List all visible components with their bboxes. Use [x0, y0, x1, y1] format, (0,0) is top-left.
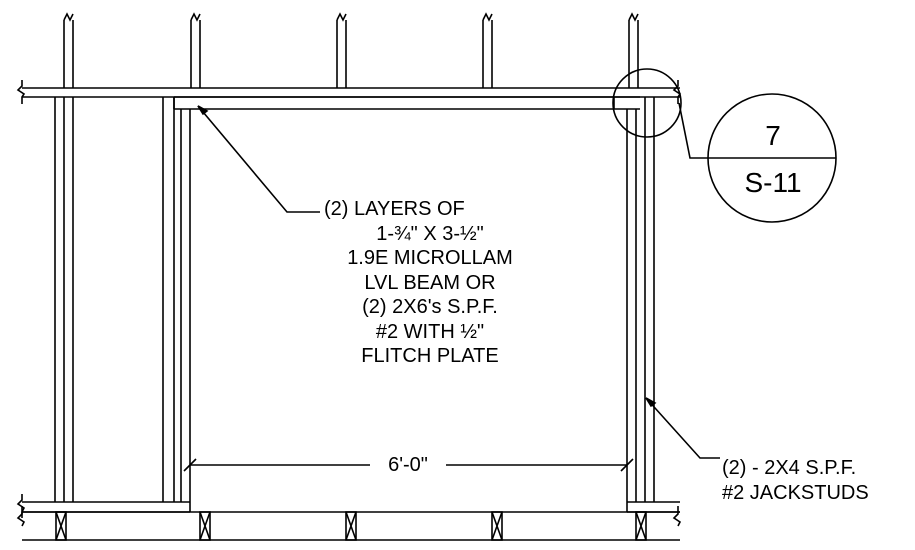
beam-spec-note: (2) LAYERS OF 1-¾" X 3-½" 1.9E MICROLLAM…: [300, 197, 560, 369]
jackstud-leader-arrow: [645, 397, 657, 408]
beam-note-line: 1-¾" X 3-½": [376, 222, 484, 245]
opening-dimension-line: [183, 458, 634, 472]
header-beam: [173, 96, 640, 110]
jackstud-spec-note: (2) - 2X4 S.P.F. #2 JACKSTUDS: [722, 456, 869, 505]
detail-leader: [678, 102, 708, 159]
detail-sheet-reference: S-11: [744, 167, 802, 198]
beam-note-line: 1.9E MICROLLAM: [347, 247, 513, 269]
beam-note-line: (2) 2X6's S.P.F.: [362, 296, 498, 318]
bottom-plate: [16, 494, 680, 518]
floor-blocking: [55, 511, 647, 541]
right-opening-studs: [626, 97, 655, 502]
beam-note-line: LVL BEAM OR: [364, 271, 496, 294]
top-plate: [16, 80, 682, 104]
jackstud-note-line: #2 JACKSTUDS: [722, 481, 869, 504]
beam-note-line: #2 WITH ½": [375, 320, 485, 343]
beam-note-line: FLITCH PLATE: [361, 345, 499, 367]
jackstud-note-line: (2) - 2X4 S.P.F.: [722, 457, 857, 479]
left-opening-studs: [162, 97, 191, 502]
floor-line: [16, 506, 682, 541]
beam-leader: [197, 105, 320, 213]
beam-leader-arrow: [197, 105, 209, 116]
beam-note-line: (2) LAYERS OF: [324, 198, 465, 220]
left-end-studs: [54, 97, 74, 502]
opening-width-label: 6'-0": [388, 454, 428, 476]
jackstud-leader: [645, 397, 720, 459]
detail-reference-circle: [612, 68, 682, 138]
studs-above: [63, 12, 639, 88]
detail-callout-bubble: [707, 93, 837, 223]
detail-number: 7: [765, 120, 781, 151]
